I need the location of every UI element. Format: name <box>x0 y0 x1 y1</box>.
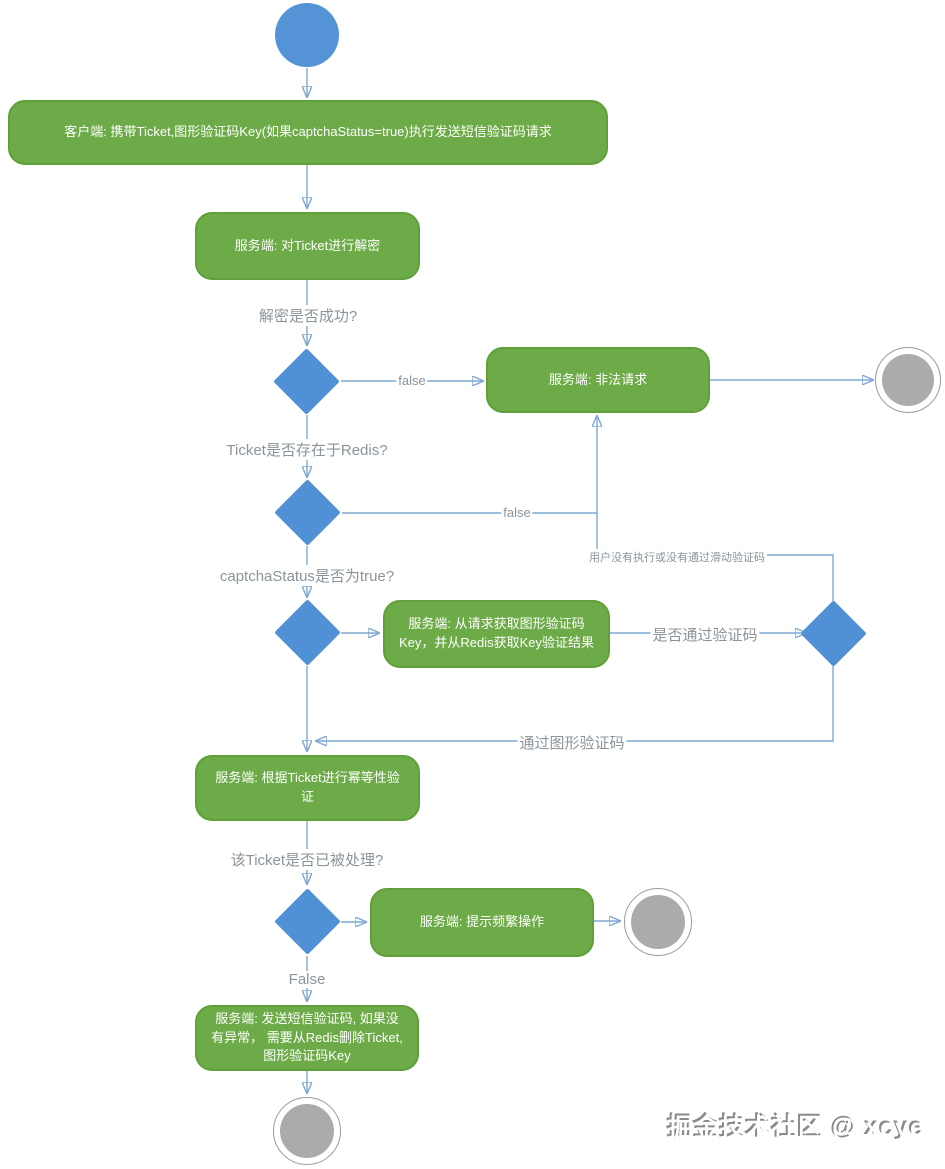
question-ticket-processed: 该Ticket是否已被处理? <box>227 849 387 870</box>
edge-label-passed-image-captcha: 通过图形验证码 <box>517 732 627 753</box>
watermark-shadow-text: 掘金技术社区 @ xcye <box>666 1112 923 1140</box>
end-node-core <box>631 895 685 949</box>
activity-client-send-sms-request: 客户端: 携带Ticket,图形验证码Key(如果captchaStatus=t… <box>8 100 608 165</box>
question-ticket-in-redis: Ticket是否存在于Redis? <box>223 439 391 460</box>
end-node-illegal-request <box>875 347 941 413</box>
question-captcha-status: captchaStatus是否为true? <box>216 565 398 586</box>
activity-server-frequent-operation: 服务端: 提示频繁操作 <box>370 888 594 957</box>
end-node-core <box>882 354 934 406</box>
activity-server-decrypt-ticket: 服务端: 对Ticket进行解密 <box>195 212 420 280</box>
edge-label-false-decrypt: false <box>396 373 428 388</box>
end-node-frequent-operation <box>624 888 692 956</box>
activity-server-illegal-request: 服务端: 非法请求 <box>486 347 710 413</box>
edge-label-captcha-passed-question: 是否通过验证码 <box>650 624 760 645</box>
activity-server-get-captcha-key: 服务端: 从请求获取图形验证码Key，并从Redis获取Key验证结果 <box>383 600 610 668</box>
end-node-final <box>273 1097 341 1165</box>
end-node-core <box>280 1104 334 1158</box>
watermark: 掘金技术社区 @ xcye 掘金技术社区 @ xcye <box>666 1108 925 1144</box>
watermark-front-text: 掘金技术社区 @ xcye <box>668 1114 925 1142</box>
activity-server-send-sms-delete-ticket: 服务端: 发送短信验证码, 如果没有异常， 需要从Redis删除Ticket,图… <box>195 1005 419 1071</box>
edge-label-false-redis: false <box>501 505 533 520</box>
edge-label-false-processed: False <box>286 971 328 988</box>
question-decrypt-success: 解密是否成功? <box>255 305 361 326</box>
edge-label-no-slide-captcha: 用户没有执行或没有通过滑动验证码 <box>587 549 767 565</box>
connector-d4-bottom-route <box>317 666 834 741</box>
activity-server-idempotency-check: 服务端: 根据Ticket进行幂等性验证 <box>195 755 420 821</box>
start-node <box>275 3 339 67</box>
